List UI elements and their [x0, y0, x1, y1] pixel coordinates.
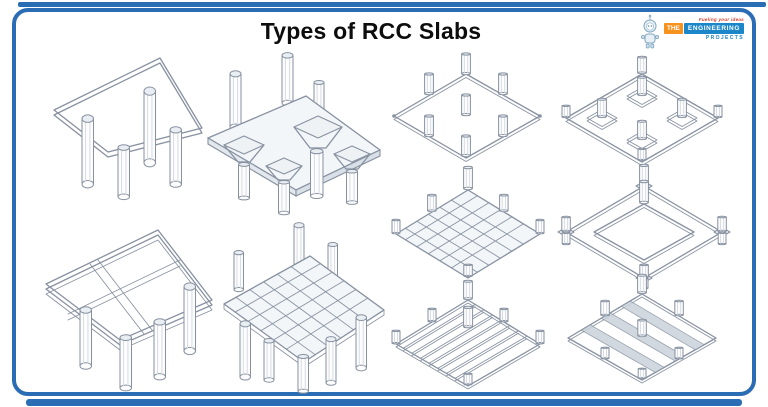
diagram-waffle-slab-perspective	[223, 222, 385, 394]
diagram-flat-plate-perspective	[53, 57, 203, 201]
diagram-flat-slab-capitals-perspective	[207, 52, 381, 216]
logo-text-block: Fueling your ideas THE ENGINEERING PROJE…	[663, 17, 744, 41]
diagram-flat-slab-drop-panels	[561, 55, 723, 166]
diagram-two-way-slab-beams	[557, 163, 731, 290]
logo-the-badge: THE	[663, 23, 683, 34]
bottom-accent-bar	[26, 399, 742, 406]
diagram-slab-on-beams-perspective	[45, 229, 213, 392]
logo-engineering-badge: ENGINEERING	[683, 23, 744, 34]
logo-tagline: Fueling your ideas	[698, 17, 744, 22]
top-accent-bar	[18, 2, 766, 7]
robot-icon	[640, 14, 659, 49]
logo-projects-label: PROJECTS	[705, 35, 744, 41]
diagram-flat-plate	[392, 52, 542, 162]
diagram-one-way-slab-beams	[567, 273, 717, 384]
diagram-waffle-slab	[391, 165, 545, 279]
diagram-one-way-joist-slab	[391, 279, 545, 390]
page-title: Types of RCC Slabs	[260, 18, 482, 44]
brand-logo: Fueling your ideas THE ENGINEERING PROJE…	[639, 13, 744, 51]
logo-wordmark: THE ENGINEERING	[663, 23, 744, 34]
